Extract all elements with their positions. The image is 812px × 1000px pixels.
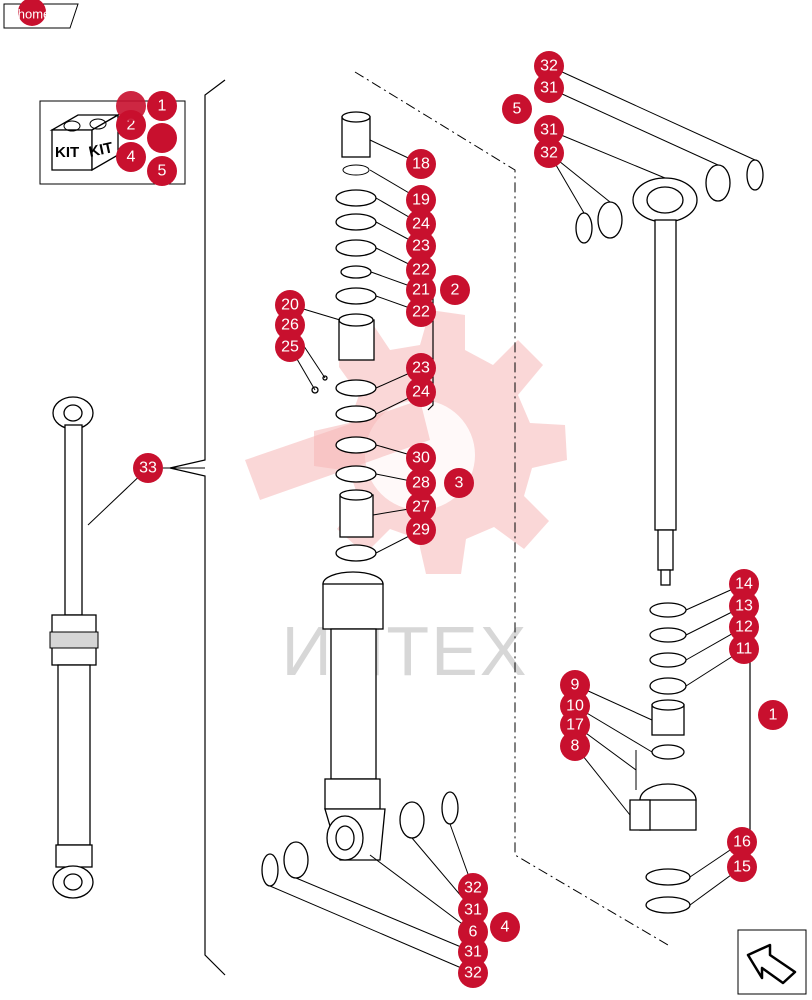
svg-text:8: 8 [571,738,580,755]
callout-29[interactable]: 29 [406,515,436,545]
group-brace [169,79,226,976]
svg-text:25: 25 [281,339,299,356]
svg-text:6: 6 [469,924,478,941]
svg-text:32: 32 [540,58,558,75]
callout-11[interactable]: 11 [729,634,759,664]
callout-32-top[interactable]: 32 [534,51,564,81]
svg-text:2: 2 [127,117,136,134]
svg-text:32: 32 [464,880,482,897]
svg-text:9: 9 [571,677,580,694]
svg-text:31: 31 [540,122,558,139]
svg-text:27: 27 [412,499,430,516]
callout-3[interactable]: 3 [444,468,474,498]
piston-rod [575,159,764,914]
callout-26[interactable]: 26 [275,310,305,340]
svg-text:14: 14 [735,576,753,593]
callout-31-mid[interactable]: 31 [534,115,564,145]
callout-1[interactable]: 1 [147,91,177,121]
svg-text:20: 20 [281,297,299,314]
callout-8[interactable]: 8 [560,731,590,761]
svg-text:29: 29 [412,522,430,539]
svg-text:19: 19 [412,192,430,209]
svg-text:33: 33 [139,460,157,477]
svg-text:26: 26 [281,317,299,334]
piston-seal-stack [311,111,377,562]
svg-text:3: 3 [455,475,464,492]
callout-17[interactable]: 17 [560,710,590,740]
svg-text:2: 2 [451,282,460,299]
callout-33[interactable]: 33 [133,453,163,483]
callout-27[interactable]: 27 [406,492,436,522]
callout-16[interactable]: 16 [727,827,757,857]
callout-31-bottom-b[interactable]: 31 [458,937,488,967]
svg-text:31: 31 [464,902,482,919]
callout-28[interactable]: 28 [406,468,436,498]
callout-15[interactable]: 15 [727,852,757,882]
svg-text:5: 5 [513,101,522,118]
callout-19[interactable]: 19 [406,185,436,215]
svg-text:4: 4 [501,919,510,936]
callout-32-bottom-a[interactable]: 32 [458,873,488,903]
callout-4-bottom[interactable]: 4 [490,912,520,942]
svg-text:32: 32 [540,145,558,162]
svg-text:30: 30 [412,450,430,467]
kit-label-right: KIT [87,139,114,161]
cylinder-barrel [261,571,459,887]
svg-text:17: 17 [566,717,584,734]
callout-25[interactable]: 25 [275,332,305,362]
callout-9[interactable]: 9 [560,670,590,700]
callout-23-top[interactable]: 23 [406,231,436,261]
assembly-boundary [354,71,669,946]
callout-32-bottom-b[interactable]: 32 [458,958,488,988]
callout-23-bottom[interactable]: 23 [406,353,436,383]
svg-text:18: 18 [412,156,430,173]
callout-4[interactable]: 4 [116,142,146,172]
svg-text:1: 1 [158,98,167,115]
callout-32-mid[interactable]: 32 [534,138,564,168]
svg-text:10: 10 [566,698,584,715]
svg-text:32: 32 [464,965,482,982]
svg-text:28: 28 [412,475,430,492]
svg-text:15: 15 [733,859,751,876]
svg-text:4: 4 [127,149,136,166]
callout-24-top[interactable]: 24 [406,209,436,239]
svg-text:13: 13 [735,598,753,615]
home-button[interactable]: home [3,0,79,29]
svg-text:11: 11 [736,641,753,658]
svg-text:31: 31 [540,80,558,97]
home-label: home [18,7,51,22]
callout-18[interactable]: 18 [406,149,436,179]
callout-30[interactable]: 30 [406,443,436,473]
svg-text:21: 21 [412,282,430,299]
return-arrow-icon[interactable] [737,929,807,995]
svg-text:16: 16 [733,834,751,851]
callout-5-right[interactable]: 5 [502,94,532,124]
callout-21[interactable]: 21 [406,275,436,305]
assembled-cylinder [49,396,99,899]
svg-text:24: 24 [412,384,430,401]
callout-5[interactable]: 5 [147,156,177,186]
callout-12[interactable]: 12 [729,612,759,642]
svg-text:22: 22 [412,262,430,279]
svg-text:5: 5 [158,163,167,180]
svg-text:22: 22 [412,304,430,321]
callout-24-bottom[interactable]: 24 [406,377,436,407]
watermark-text: ИНТЕХ [281,612,528,690]
svg-text:23: 23 [412,360,430,377]
callout-1-right[interactable]: 1 [758,700,788,730]
callout-13[interactable]: 13 [729,591,759,621]
callout-2-mid[interactable]: 2 [440,275,470,305]
callout-14[interactable]: 14 [729,569,759,599]
callout-22-bottom[interactable]: 22 [406,297,436,327]
svg-text:12: 12 [735,619,753,636]
svg-text:31: 31 [464,944,482,961]
kit-label-left: KIT [55,144,79,161]
svg-text:24: 24 [412,216,430,233]
callout-31-top[interactable]: 31 [534,73,564,103]
svg-text:23: 23 [412,238,430,255]
svg-text:1: 1 [769,707,778,724]
callout-31-bottom-a[interactable]: 31 [458,895,488,925]
